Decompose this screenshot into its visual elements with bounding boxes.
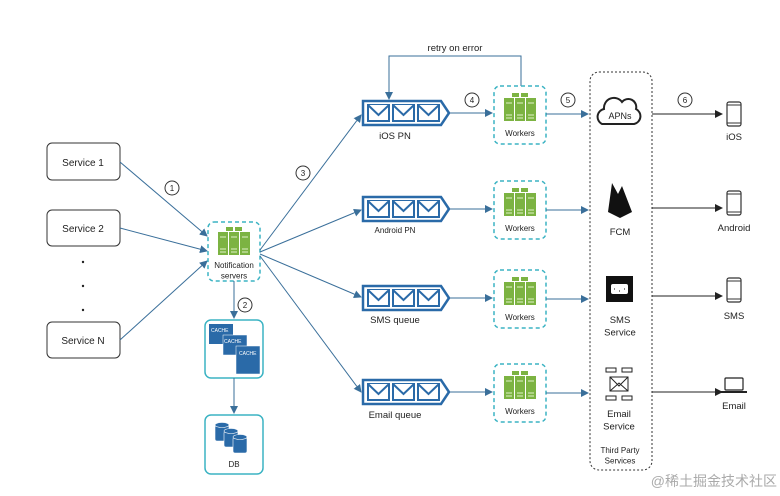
svg-text:5: 5 (566, 96, 571, 105)
svg-text:Workers: Workers (505, 129, 535, 138)
apns-cloud-icon: APNs (596, 96, 642, 125)
svg-text:2: 2 (243, 301, 248, 310)
step-3: 3 (295, 165, 311, 181)
cache-label: CACHE (211, 328, 229, 334)
cache-label: CACHE (224, 339, 242, 345)
svg-text:3: 3 (301, 169, 306, 178)
svg-text:4: 4 (470, 96, 475, 105)
watermark: @稀土掘金技术社区 (651, 473, 777, 489)
workers-ios: Workers (494, 86, 546, 144)
service-n-label: Service N (61, 336, 104, 347)
svg-text:Email queue: Email queue (369, 410, 422, 421)
sms-chat-icon (606, 276, 633, 302)
database-icon (214, 422, 248, 454)
workers-android: Workers (494, 181, 546, 239)
svg-text:Android PN: Android PN (375, 226, 416, 235)
phone-icon (726, 190, 742, 216)
arrow-service2-to-notif (119, 227, 208, 254)
svg-text:Workers: Workers (505, 224, 535, 233)
device-ios: iOS (726, 101, 742, 143)
service-1-label: Service 1 (62, 158, 104, 169)
arrow-servicen-to-notif (119, 260, 208, 341)
step-2: 2 (237, 297, 253, 313)
phone-icon (726, 277, 742, 303)
queue-android: Android PN (361, 195, 451, 235)
svg-text:SMS queue: SMS queue (370, 315, 420, 326)
laptop-icon (721, 377, 747, 393)
device-sms: SMS (724, 277, 745, 322)
arrow-notif-to-android (259, 208, 362, 253)
step-1: 1 (164, 180, 180, 196)
svg-text:Android: Android (718, 223, 751, 234)
svg-text:SMS: SMS (724, 311, 745, 322)
svg-text:Email: Email (722, 401, 746, 412)
svg-text:iOS: iOS (726, 132, 742, 143)
step-6: 6 (677, 92, 693, 108)
svg-text:Workers: Workers (505, 407, 535, 416)
arrow-service1-to-notif (119, 161, 208, 237)
apns-label: APNs (608, 111, 632, 121)
db: DB (204, 414, 264, 475)
fcm-firebase-icon (608, 183, 632, 218)
svg-text:iOS PN: iOS PN (379, 131, 411, 142)
device-android: Android (718, 190, 751, 234)
ellipsis-dots (81, 260, 85, 312)
queue-sms: SMS queue (361, 284, 451, 326)
service-2-label: Service 2 (62, 224, 104, 235)
arrow-notif-to-sms (259, 253, 362, 298)
arrow-notif-to-ios (259, 114, 362, 251)
step-4: 4 (464, 92, 480, 108)
device-email: Email (721, 377, 747, 412)
retry-arrow (385, 55, 522, 100)
workers-sms: Workers (494, 270, 546, 328)
queue-ios: iOS PN (361, 99, 451, 142)
service-1: Service 1 (46, 142, 121, 181)
svg-text:6: 6 (683, 96, 688, 105)
cache-label: CACHE (239, 351, 257, 357)
svg-text:Workers: Workers (505, 313, 535, 322)
email-service-icon (605, 367, 633, 401)
workers-email: Workers (494, 364, 546, 422)
step-5: 5 (560, 92, 576, 108)
phone-icon (726, 101, 742, 127)
arrow-notif-to-email (259, 255, 362, 393)
db-label: DB (228, 460, 239, 469)
cache: CACHE CACHE CACHE (204, 319, 264, 379)
fcm-label: FCM (610, 227, 631, 238)
retry-label: retry on error (428, 43, 483, 54)
service-2: Service 2 (46, 209, 121, 247)
svg-text:1: 1 (170, 184, 175, 193)
queue-email: Email queue (361, 378, 451, 421)
service-n: Service N (46, 321, 121, 359)
